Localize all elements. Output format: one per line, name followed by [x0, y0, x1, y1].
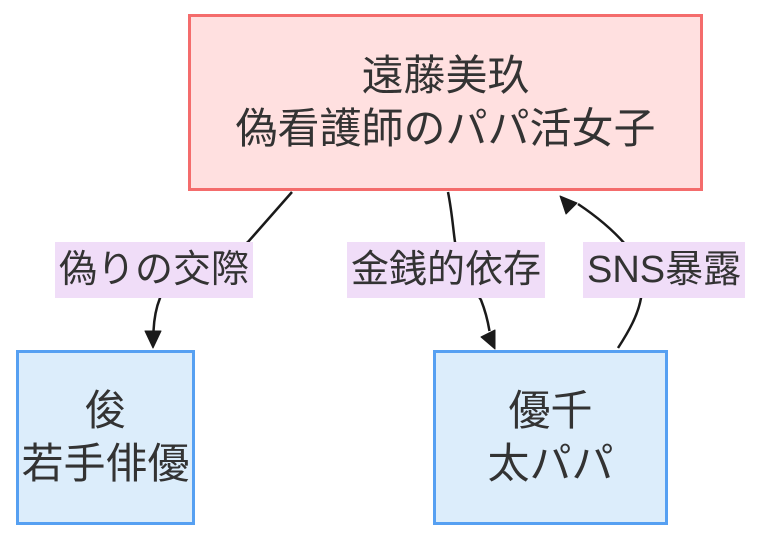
node-yuchi: 優千 太パパ: [433, 350, 668, 525]
edge-label-fake-dating: 偽りの交際: [55, 242, 254, 298]
node-yuchi-name: 優千: [508, 386, 593, 434]
node-endo-miku: 遠藤美玖 偽看護師のパパ活女子: [188, 14, 703, 191]
node-shun: 俊 若手俳優: [16, 350, 195, 525]
edge-label-financial-dependence: 金銭的依存: [347, 242, 546, 298]
node-endo-miku-role: 偽看護師のパパ活女子: [235, 104, 656, 152]
arrowhead-up-miku: [559, 195, 578, 215]
edge-label-sns-expose: SNS暴露: [583, 242, 746, 298]
node-yuchi-role: 太パパ: [487, 439, 614, 487]
node-endo-miku-name: 遠藤美玖: [361, 51, 530, 99]
arrowhead-down-shun: [144, 330, 162, 349]
arrowhead-down-yuchi: [480, 329, 496, 350]
node-shun-role: 若手俳優: [21, 439, 190, 487]
node-shun-name: 俊: [84, 386, 127, 434]
